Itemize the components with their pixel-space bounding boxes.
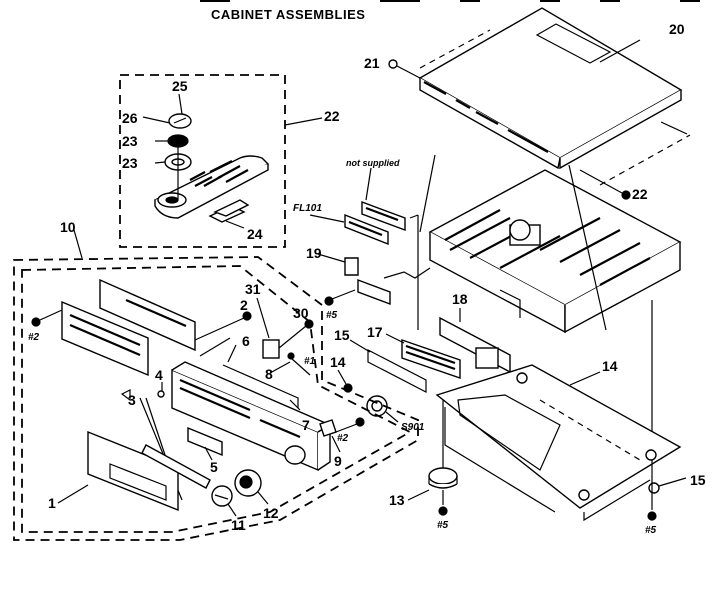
not-supplied-board: not supplied <box>346 158 406 232</box>
battery-spring <box>167 134 189 148</box>
ref-fl101: FL101 <box>293 203 322 214</box>
callout-8: 8 <box>265 366 273 382</box>
battery-lid <box>168 113 192 129</box>
callout-26: 23 <box>122 155 138 171</box>
leader-28 <box>178 93 183 115</box>
callout-19: 17 <box>367 324 383 340</box>
bracket-21: 19 #5 <box>306 245 431 321</box>
leader-27 <box>225 220 245 229</box>
foot-13: 13 #5 <box>389 400 458 531</box>
callout-27: 24 <box>247 226 263 242</box>
part-17: 14 <box>330 354 353 393</box>
leader-24 <box>284 117 323 126</box>
callout-21: 19 <box>306 245 322 261</box>
callout-29: 26 <box>122 110 138 126</box>
callout-31: 31 <box>245 281 261 297</box>
callout-5: 5 <box>210 459 218 475</box>
leader-29 <box>142 116 171 124</box>
callout-23-top: 21 <box>364 55 380 71</box>
knob-12: 12 <box>234 469 279 521</box>
leader-22 <box>599 39 641 63</box>
screw-mark-2-mid: #2 <box>337 433 349 444</box>
callout-25: 23 <box>122 133 138 149</box>
callout-1: 1 <box>48 495 56 511</box>
callout-18: 15 <box>334 327 350 343</box>
callout-13: 13 <box>389 492 405 508</box>
screw-mark-2-left: #2 <box>28 332 40 343</box>
screw-1: #1 <box>287 352 316 376</box>
callout-10: 10 <box>60 219 76 235</box>
screw-mark-5-left: #5 <box>326 310 338 321</box>
remote-commander-group: 25 26 23 23 24 22 <box>119 74 340 248</box>
bottom-plate: 14 <box>435 358 682 522</box>
part-5: 5 <box>187 426 223 475</box>
leader-26 <box>154 161 166 164</box>
callout-30: 30 <box>293 305 309 321</box>
leader-10 <box>73 229 83 259</box>
callout-20: 18 <box>452 291 468 307</box>
callout-17: 14 <box>330 354 346 370</box>
screw-23-top: 21 <box>364 29 491 79</box>
callout-7: 7 <box>302 417 310 433</box>
callout-22: 20 <box>669 21 685 37</box>
part-15: 15 #5 <box>645 460 706 536</box>
jack-board-19: 17 <box>367 324 461 379</box>
front-panel-group: 10 <box>13 219 419 541</box>
screw-2-left: #2 <box>28 309 63 343</box>
screw-23-right: 22 <box>579 121 691 202</box>
knob-11: 11 <box>211 485 246 533</box>
part-4: 4 <box>155 367 165 398</box>
screw-mark-1: #1 <box>304 356 316 367</box>
part-8: 8 <box>265 361 291 382</box>
battery-cover <box>208 199 250 223</box>
ref-s901: S901 <box>401 422 425 433</box>
part-7: 7 <box>289 399 310 433</box>
callout-9: 9 <box>334 453 342 469</box>
callout-11: 11 <box>231 517 246 533</box>
switch-s901: S901 <box>366 395 425 433</box>
callout-12: 12 <box>263 505 279 521</box>
callout-15: 15 <box>690 472 706 488</box>
fl101-display-board: FL101 <box>293 203 389 246</box>
screw-2: 2 <box>194 297 252 341</box>
screw-30: 30 <box>278 305 314 349</box>
callout-3: 3 <box>128 392 136 408</box>
bracket-31: 31 <box>245 281 280 359</box>
not-supplied-note: not supplied <box>346 158 400 168</box>
screw-mark-5-right: #5 <box>645 525 657 536</box>
remote-group-boundary <box>119 74 286 248</box>
front-door-1: 1 <box>48 430 211 512</box>
top-cover: 20 <box>418 7 685 170</box>
callout-14: 14 <box>602 358 618 374</box>
callout-2: 2 <box>240 297 248 313</box>
screw-2-mid: #2 <box>335 417 365 444</box>
callout-4: 4 <box>155 367 163 383</box>
front-door-upper <box>61 278 196 377</box>
callout-6: 6 <box>242 333 250 349</box>
screw-mark-5-bottom: #5 <box>437 520 449 531</box>
front-panel-inner-boundary <box>21 265 412 533</box>
main-chassis <box>419 154 682 440</box>
remote-commander <box>154 155 270 219</box>
callout-28: 25 <box>172 78 188 94</box>
callout-23-right: 22 <box>632 186 648 202</box>
bracket-18: 15 <box>334 327 427 393</box>
main-board-20: 18 <box>439 291 511 374</box>
diagram-title: CABINET ASSEMBLIES <box>211 7 365 22</box>
front-panel-outer-boundary <box>13 256 419 541</box>
part-6: 6 <box>222 333 299 408</box>
callout-24: 22 <box>324 108 340 124</box>
